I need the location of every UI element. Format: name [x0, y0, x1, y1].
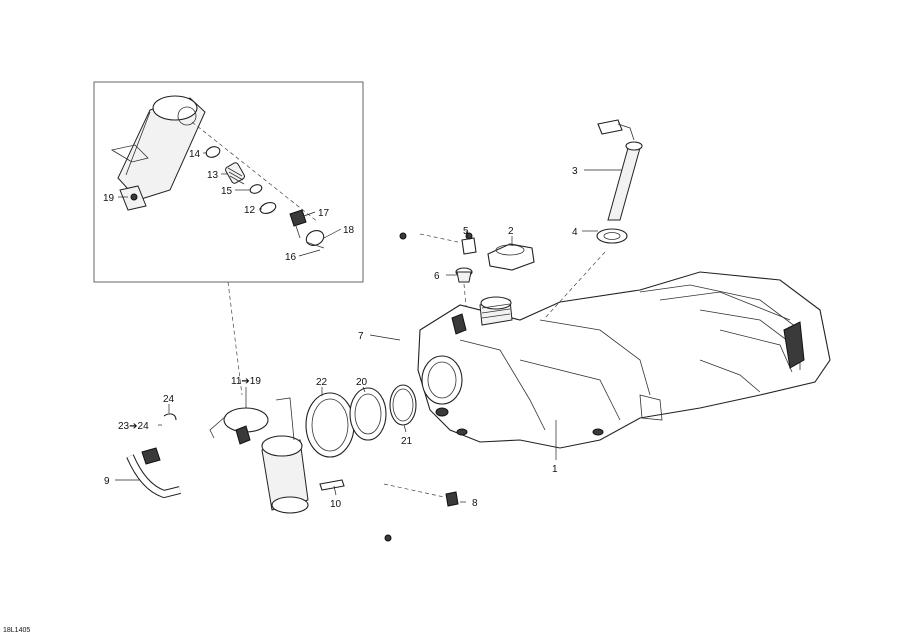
fuel-line [126, 447, 181, 499]
hose-to-valve-dashline [419, 233, 459, 243]
fuel-pump-assembly [209, 397, 345, 514]
callout-4: 4 [572, 227, 578, 238]
vent-hose [378, 232, 414, 542]
inset-sensor-19 [119, 185, 147, 211]
inset-clip-18 [305, 230, 325, 249]
callout-7: 7 [358, 331, 364, 342]
callout-20: 20 [356, 377, 368, 388]
inset-pressure-line-dashes [191, 121, 319, 223]
callout-2: 2 [508, 226, 514, 237]
callout-12: 12 [244, 205, 256, 216]
inset-detail-frame [93, 81, 364, 283]
callout-23-to-24: 23➔24 [118, 421, 149, 432]
callout-13: 13 [207, 170, 219, 181]
callout-5: 5 [463, 226, 469, 237]
fuel-level-sender [597, 119, 643, 221]
inset-to-pump-dashline [227, 281, 243, 396]
callout-19: 19 [103, 193, 115, 204]
hose-clip [445, 491, 459, 507]
vent-to-tank-dashline [463, 283, 467, 307]
callout-14: 14 [189, 149, 201, 160]
callout-11-to-19: 11➔19 [231, 376, 261, 387]
callout-17: 17 [318, 208, 330, 219]
callout-22: 22 [316, 377, 328, 388]
callout-3: 3 [572, 166, 578, 177]
leader-lines [115, 152, 622, 503]
callout-10: 10 [330, 499, 342, 510]
vent-grommet [455, 267, 473, 283]
callout-24: 24 [163, 394, 175, 405]
small-clamp [163, 413, 177, 421]
callout-18: 18 [343, 225, 355, 236]
fuel-tank [417, 271, 831, 449]
sender-gasket [596, 228, 628, 244]
callout-16: 16 [285, 252, 297, 263]
callout-1: 1 [552, 464, 558, 475]
inset-oring-15 [249, 184, 263, 194]
inset-connector-13 [225, 162, 245, 185]
inset-regulator-17 [289, 209, 307, 239]
callout-15: 15 [221, 186, 233, 197]
lock-ring [305, 392, 355, 458]
inset-oring-12 [259, 202, 277, 214]
callout-8: 8 [472, 498, 478, 509]
callout-9: 9 [104, 476, 110, 487]
drawing-code: 18L1405 [3, 627, 30, 634]
callout-6: 6 [434, 271, 440, 282]
sender-to-tank-dashline [544, 251, 606, 319]
pump-gasket [389, 384, 417, 426]
retaining-ring [349, 387, 387, 441]
hose-to-clip-dashline [383, 483, 445, 498]
fuel-cap [487, 243, 535, 271]
inset-fuel-filter-housing [110, 95, 206, 201]
inset-oring-14 [205, 146, 221, 158]
callout-21: 21 [401, 436, 413, 447]
